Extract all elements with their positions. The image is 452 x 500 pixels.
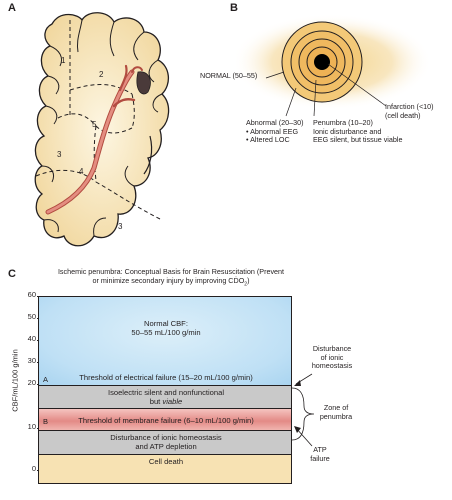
infarction-label: Infarction (<10) (cell death)	[385, 102, 434, 120]
abnormal-label: Abnormal (20–30) • Abnormal EEG • Altere…	[246, 118, 304, 145]
y-axis-ticks: 60 50 40 30 20 10 0	[18, 290, 36, 494]
y-tick-30: 30	[27, 356, 36, 365]
isoelectric-band	[39, 385, 291, 408]
cell-death-band	[39, 454, 291, 483]
right-annotation-arrows	[292, 373, 315, 447]
penumbra-label: Penumbra (10–20) Ionic disturbance and E…	[313, 118, 403, 145]
normal-cbf-band	[39, 297, 291, 385]
brain-outline	[34, 12, 170, 247]
normal-cbf-text: Normal CBF: 50–55 mL/100 g/min	[131, 319, 201, 338]
y-tick-10: 10	[27, 422, 36, 431]
y-tick-40: 40	[27, 334, 36, 343]
cbf-band-chart: Normal CBF: 50–55 mL/100 g/min Threshold…	[38, 296, 292, 484]
normal-label: NORMAL (50–55)	[200, 71, 258, 80]
y-tick-50: 50	[27, 312, 36, 321]
membrane-failure-band	[39, 408, 291, 431]
region-number-2: 2	[99, 70, 104, 79]
region-number-5: 5	[92, 120, 97, 129]
right-label-disturbance: Disturbance of ionic homeostasis	[311, 344, 353, 371]
cell-death-text: Cell death	[148, 457, 184, 466]
isoelectric-text: Isoelectric silent and nonfunctional but…	[107, 388, 225, 407]
disturbance-band	[39, 430, 291, 455]
threshold-electrical-text: Threshold of electrical failure (15–20 m…	[79, 373, 253, 382]
marker-b: B	[43, 417, 49, 426]
infarct-core	[314, 54, 330, 70]
panel-c-label: C	[8, 268, 16, 280]
panel-c-title: Ischemic penumbra: Conceptual Basis for …	[57, 267, 285, 288]
region-number-1: 1	[61, 56, 66, 65]
penumbra-target-diagram	[236, 14, 432, 117]
region-number-4: 4	[79, 167, 84, 176]
region-number-3-upper: 3	[57, 150, 62, 159]
disturbance-text: Disturbance of ionic homeostasis and ATP…	[110, 433, 222, 452]
marker-a: A	[43, 375, 49, 384]
right-label-atp-failure: ATP failure	[310, 445, 330, 463]
region-number-3-lower: 3	[118, 222, 123, 231]
y-tick-60: 60	[27, 290, 36, 299]
panel-b-label: B	[230, 2, 238, 14]
threshold-membrane-text: Threshold of membrane failure (6–10 mL/1…	[78, 416, 254, 425]
y-tick-0: 0	[31, 464, 36, 473]
brain-coronal-section	[34, 12, 170, 247]
panel-a-label: A	[8, 2, 16, 14]
y-tick-20: 20	[27, 378, 36, 387]
right-label-zone-penumbra: Zone of penumbra	[319, 403, 353, 421]
